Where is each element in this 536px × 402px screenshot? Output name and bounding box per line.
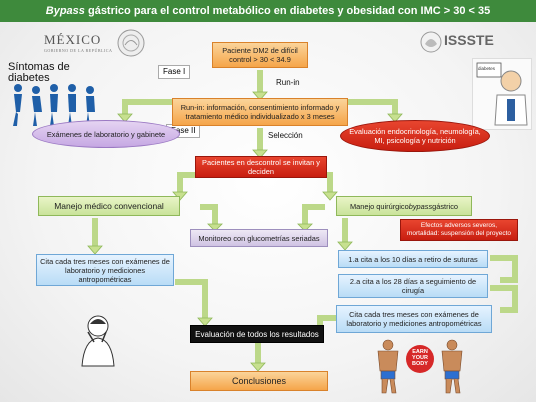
seleccion-label: Selección: [268, 131, 303, 140]
manejo-qx-pre: Manejo quirúrgico: [349, 201, 409, 211]
node-cita-izquierda: Cita cada tres meses con exámenes de lab…: [36, 254, 174, 286]
runin-label: Run-in: [276, 78, 300, 87]
page-title: Bypass gástrico para el control metabóli…: [0, 0, 536, 22]
seal-icon: [117, 29, 145, 57]
sintomas-label: Síntomas de diabetes: [8, 61, 70, 84]
doctor-icon: [476, 62, 528, 126]
mexico-logo: MÉXICO GOBIERNO DE LA REPÚBLICA: [44, 32, 112, 53]
manejo-qx-post: gástrico: [432, 201, 459, 211]
fase1-label: Fase I: [158, 65, 191, 79]
node-evaluacion-todos: Evaluación de todos los resultados: [190, 325, 324, 343]
issste-emblem-icon: [420, 31, 442, 53]
node-descontrol: Pacientes en descontrol se invitan y dec…: [195, 156, 327, 178]
manejo-qx-italic: bypass: [408, 201, 433, 211]
issste-logo: ISSSTE: [444, 32, 494, 48]
poster-line3: BODY: [412, 361, 428, 367]
arrow-citader-eval: [317, 315, 340, 326]
node-cita2: 2.a cita a los 28 días a seguimiento de …: [338, 274, 488, 298]
node-conclusiones: Conclusiones: [190, 371, 328, 391]
title-italic: Bypass: [45, 5, 85, 17]
node-paciente: Paciente DM2 de difícil control > 30 < 3…: [212, 42, 308, 68]
muscle-men-icon: [377, 339, 463, 394]
poster-text: EARN YOUR BODY: [407, 349, 433, 367]
arrow-qx-monitoreo: [302, 204, 325, 226]
doctor-illustration: diabetes: [472, 58, 532, 130]
node-monitoreo: Monitoreo con glucometrías seriadas: [190, 229, 328, 247]
arrow-citaizq-eval: [175, 279, 208, 320]
mexico-logo-text: MÉXICO: [44, 32, 102, 47]
arrow-cita2-citader: [490, 285, 518, 313]
arrow-cita1-cita2: [490, 255, 518, 283]
node-manejo-quirurgico: Manejo quirúrgico bypass gástrico: [336, 196, 472, 216]
earn-your-body-illustration: EARN YOUR BODY: [376, 337, 464, 395]
mexico-logo-subtext: GOBIERNO DE LA REPÚBLICA: [44, 48, 113, 53]
node-evaluacion: Evaluación endocrinología, neumología, M…: [340, 120, 490, 152]
node-runin: Run-in: información, consentimiento info…: [172, 98, 348, 126]
woman-illustration-icon: [81, 315, 115, 367]
node-examenes: Exámenes de laboratorio y gabinete: [32, 120, 180, 148]
node-cita1: 1.a cita a los 10 días a retiro de sutur…: [338, 250, 488, 268]
arrow-med-monitoreo: [200, 204, 218, 226]
node-cita-derecha: Cita cada tres meses con exámenes de lab…: [336, 305, 492, 333]
poster-line2: YOUR: [412, 355, 428, 361]
node-efectos: Efectos adversos severos, mortalidad: su…: [400, 219, 518, 241]
doctor-sign: diabetes: [478, 66, 496, 71]
poster-line1: EARN: [412, 349, 428, 355]
title-rest: gástrico para el control metabólico en d…: [84, 5, 491, 17]
node-manejo-medico: Manejo médico convencional: [38, 196, 180, 216]
